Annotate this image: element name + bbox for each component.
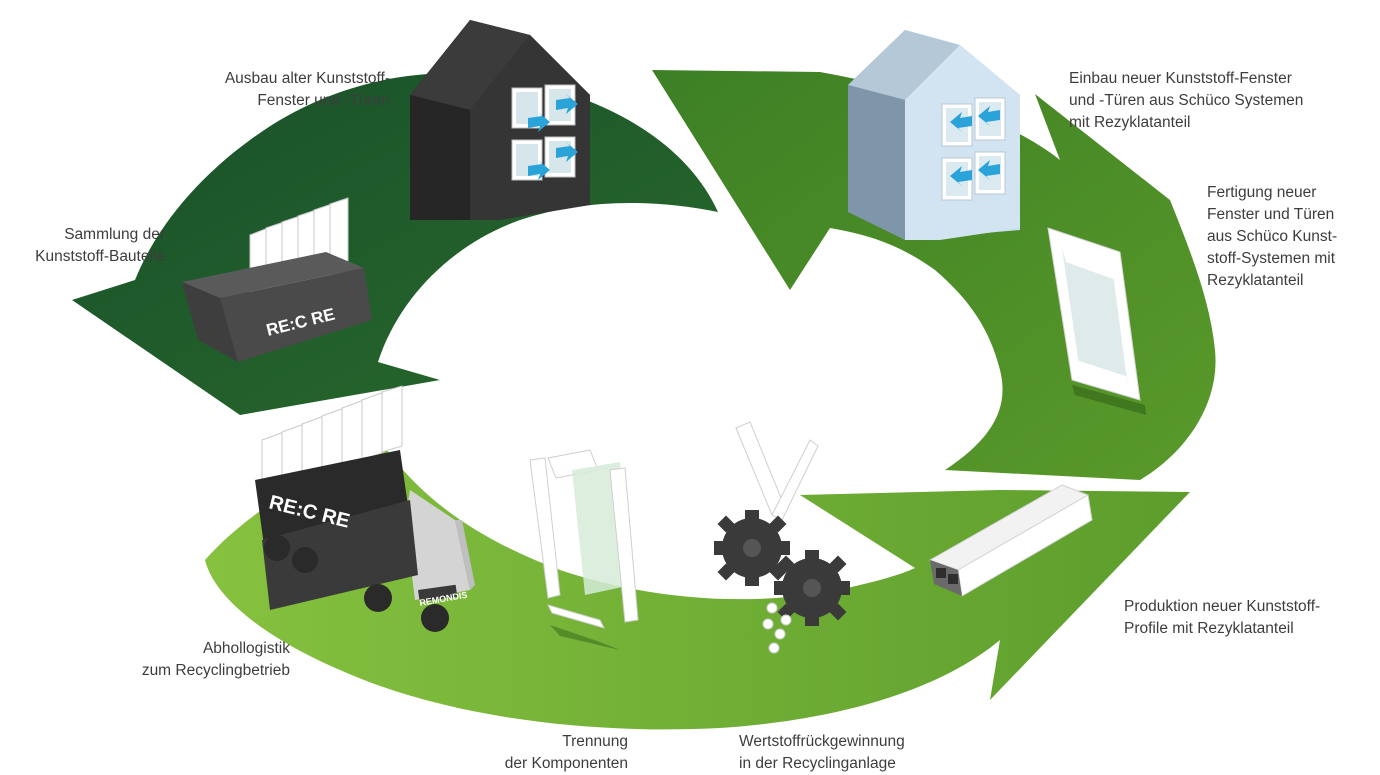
shredded-profile-icon (735, 421, 819, 521)
step-label-wertstoff: Wertstoffrückgewinnung in der Recyclinga… (739, 733, 905, 772)
old-house-icon (410, 20, 590, 220)
step-label-fertigung: Fertigung neuer Fenster und Türen aus Sc… (1207, 184, 1338, 289)
gears-icon (714, 510, 850, 626)
outward-arrows-icon (528, 94, 578, 180)
new-window-frame-icon (1047, 227, 1146, 415)
inward-arrows-icon (950, 106, 1000, 186)
step-label-sammlung: Sammlung der Kunststoff-Bauteile (35, 226, 165, 265)
step-label-einbau: Einbau neuer Kunststoff-Fenster und -Tür… (1069, 70, 1304, 131)
step-label-ausbau: Ausbau alter Kunststoff- Fenster und -Tü… (224, 70, 390, 109)
collection-container-icon (182, 197, 372, 362)
light-green-cycle-arrow (205, 440, 1190, 730)
separated-window-parts-icon (529, 449, 639, 650)
step-label-abhol: Abhollogistik zum Recyclingbetrieb (141, 640, 290, 679)
plastic-profiles-icon (928, 484, 1093, 597)
recycling-truck-icon (255, 385, 475, 632)
step-label-trennung: Trennung der Komponenten (504, 733, 628, 772)
dark-green-cycle-arrow (72, 73, 718, 415)
step-label-produktion: Produktion neuer Kunststoff- Profile mit… (1124, 598, 1321, 637)
granulate-icon (762, 602, 792, 654)
new-house-icon (848, 30, 1020, 240)
